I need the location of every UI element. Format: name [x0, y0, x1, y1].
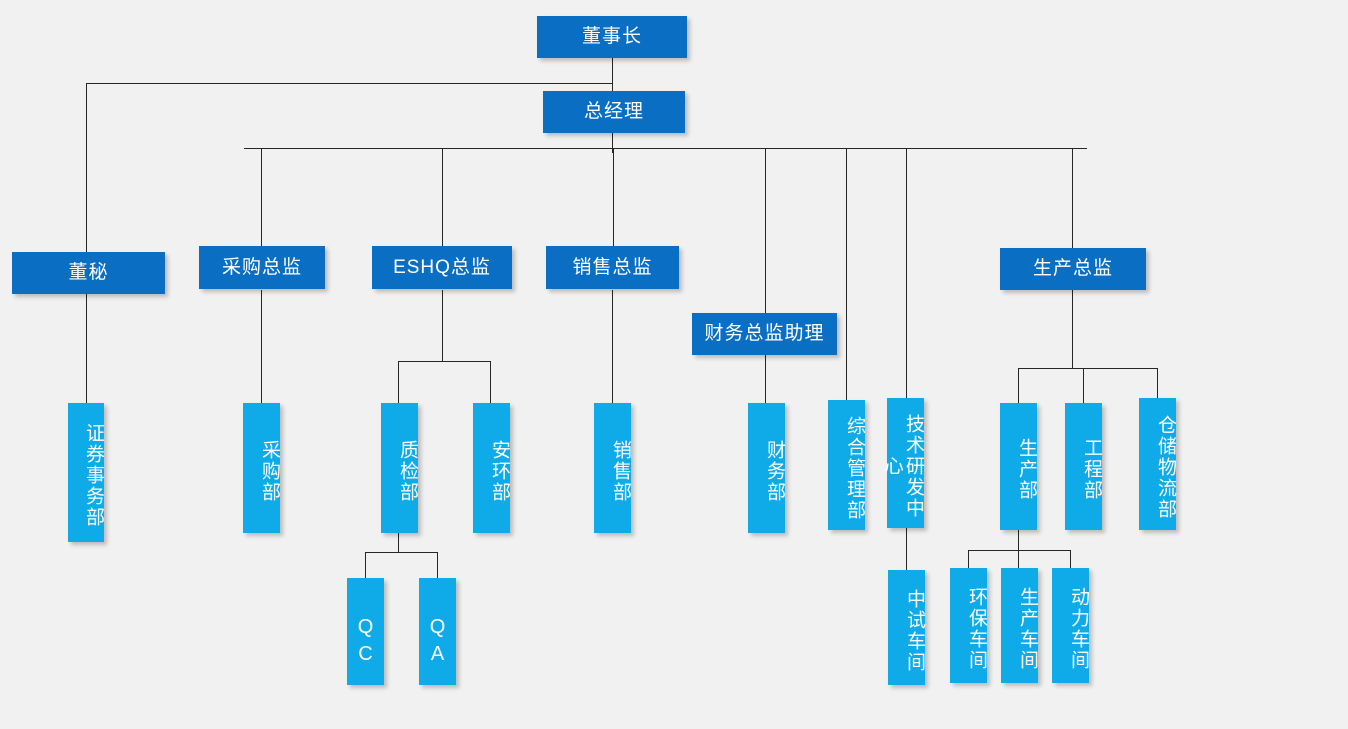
connector-gm-bus: [244, 148, 1087, 149]
node-sales-director[interactable]: 销售总监: [546, 246, 679, 289]
connector-prod-to-engineering: [1083, 368, 1084, 403]
connector-qi-bar: [365, 552, 437, 553]
connector-sales-to-dept: [612, 290, 613, 403]
connector-production-stem: [1018, 530, 1019, 550]
connector-prod-to-production: [1018, 368, 1019, 403]
connector-eshq-bar: [398, 361, 491, 362]
connector-eshq-stem: [442, 290, 443, 361]
connector-eshq-to-qi: [398, 361, 399, 403]
node-production-workshop[interactable]: 生产车间: [1001, 568, 1038, 683]
node-sales-dept[interactable]: 销售部: [594, 403, 631, 533]
node-quality-inspection-dept[interactable]: 质检部: [381, 403, 418, 533]
connector-chairman-to-secretary-h: [86, 83, 613, 84]
node-board-secretary[interactable]: 董秘: [12, 252, 165, 294]
node-production-dept[interactable]: 生产部: [1000, 403, 1037, 530]
connector-qi-stem: [398, 532, 399, 552]
node-general-manager[interactable]: 总经理: [543, 91, 685, 133]
connector-to-power-workshop: [1070, 550, 1071, 568]
node-qa[interactable]: Q A: [419, 578, 456, 685]
node-rd-center[interactable]: 技术研发中心: [882, 398, 924, 528]
connector-to-environmental-workshop: [968, 550, 969, 568]
node-pilot-workshop[interactable]: 中试车间: [888, 570, 925, 685]
connector-drop-rd-center: [906, 148, 907, 400]
connector-rd-to-pilot: [906, 528, 907, 570]
connector-prod-director-bar: [1018, 368, 1158, 369]
node-engineering-dept[interactable]: 工程部: [1065, 403, 1102, 530]
connector-drop-finance-assistant: [765, 148, 766, 408]
connector-secretary-spine: [86, 83, 87, 403]
connector-drop-purchasing: [261, 148, 262, 248]
connector-qi-to-qc: [365, 552, 366, 578]
node-power-workshop[interactable]: 动力车间: [1052, 568, 1089, 683]
node-securities-affairs-dept[interactable]: 证券事务部: [68, 403, 104, 542]
connector-eshq-to-safety: [490, 361, 491, 403]
node-finance-dept[interactable]: 财务部: [748, 403, 785, 533]
node-eshq-director[interactable]: ESHQ总监: [372, 246, 512, 289]
connector-drop-general-admin: [846, 148, 847, 400]
node-production-director[interactable]: 生产总监: [1000, 248, 1146, 290]
connector-drop-eshq: [442, 148, 443, 246]
connector-drop-sales: [613, 148, 614, 246]
node-safety-environment-dept[interactable]: 安环部: [473, 403, 510, 533]
connector-to-production-workshop: [1018, 550, 1019, 568]
node-warehouse-logistics-dept[interactable]: 仓储物流部: [1139, 398, 1176, 530]
node-finance-director-assistant[interactable]: 财务总监助理: [692, 313, 837, 355]
node-purchasing-director[interactable]: 采购总监: [199, 246, 325, 289]
connector-prod-to-warehouse: [1157, 368, 1158, 398]
node-qc[interactable]: Q C: [347, 578, 384, 685]
connector-qi-to-qa: [437, 552, 438, 578]
node-purchasing-dept[interactable]: 采购部: [243, 403, 280, 533]
connector-workshop-bar: [968, 550, 1071, 551]
node-environmental-workshop[interactable]: 环保车间: [950, 568, 987, 683]
node-general-admin-dept[interactable]: 综合管理部: [828, 400, 865, 530]
connector-prod-director-stem: [1072, 290, 1073, 368]
connector-purchasing-to-dept: [261, 290, 262, 403]
node-chairman[interactable]: 董事长: [537, 16, 687, 58]
connector-drop-production-director: [1072, 148, 1073, 248]
